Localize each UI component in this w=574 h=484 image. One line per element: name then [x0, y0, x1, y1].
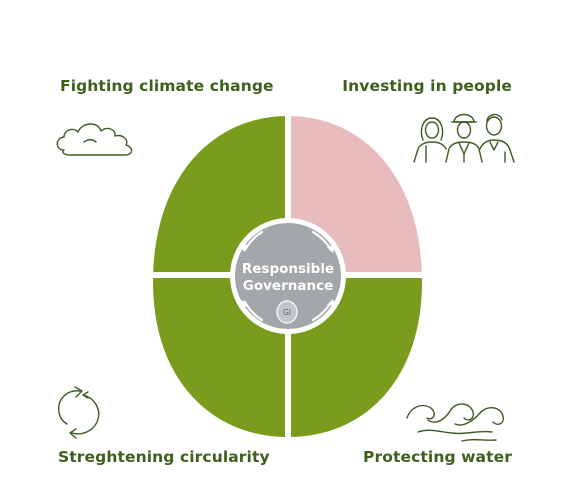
waves-icon: [406, 403, 505, 442]
center-title-line2: Governance: [243, 278, 333, 294]
label-strengthening-circularity: Streghtening circularity: [58, 448, 270, 466]
gi-badge: [276, 300, 298, 324]
label-investing-in-people: Investing in people: [342, 77, 512, 95]
label-protecting-water: Protecting water: [363, 448, 512, 466]
center-circle: [235, 223, 341, 329]
recycle-icon: [58, 386, 100, 439]
cycle-arrowheads: [239, 244, 335, 308]
cloud-icon: [56, 123, 133, 156]
label-fighting-climate-change: Fighting climate change: [60, 77, 274, 95]
gi-badge-label: GI: [283, 308, 291, 317]
people-icon: [413, 113, 515, 163]
center-title-line1: Responsible: [242, 261, 334, 277]
